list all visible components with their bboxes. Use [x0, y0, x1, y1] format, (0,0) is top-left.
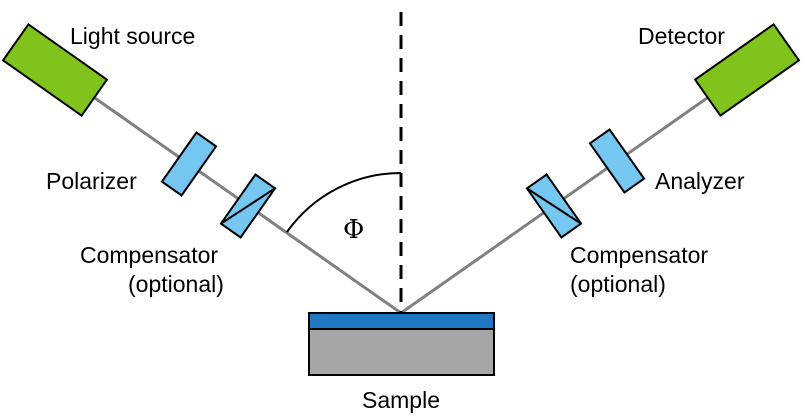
- light-source-box: [1, 23, 109, 117]
- reflected-beam: [400, 68, 748, 315]
- compensator-left-line2: (optional): [128, 271, 224, 297]
- angle-label: Φ: [343, 215, 365, 245]
- sample-substrate: [308, 328, 495, 376]
- angle-arc: [286, 172, 402, 233]
- incident-beam: [54, 68, 402, 315]
- analyzer-label: Analyzer: [655, 168, 745, 194]
- compensator-left-label: Compensator (optional): [80, 241, 224, 299]
- polarizer-element: [160, 131, 218, 197]
- sample-label: Sample: [362, 387, 440, 413]
- compensator-left-line1: Compensator: [80, 242, 219, 268]
- compensator-right-line1: Compensator: [570, 242, 709, 268]
- sample-film: [308, 312, 495, 330]
- polarizer-label: Polarizer: [46, 168, 137, 194]
- detector-box: [693, 23, 801, 117]
- compensator-right-label: Compensator (optional): [570, 241, 708, 299]
- compensator-right-line2: (optional): [570, 271, 666, 297]
- compensator-left-element: [219, 173, 277, 239]
- compensator-right-element: [525, 173, 583, 239]
- detector-label: Detector: [638, 23, 725, 49]
- analyzer-element: [588, 128, 646, 194]
- light-source-label: Light source: [70, 23, 196, 49]
